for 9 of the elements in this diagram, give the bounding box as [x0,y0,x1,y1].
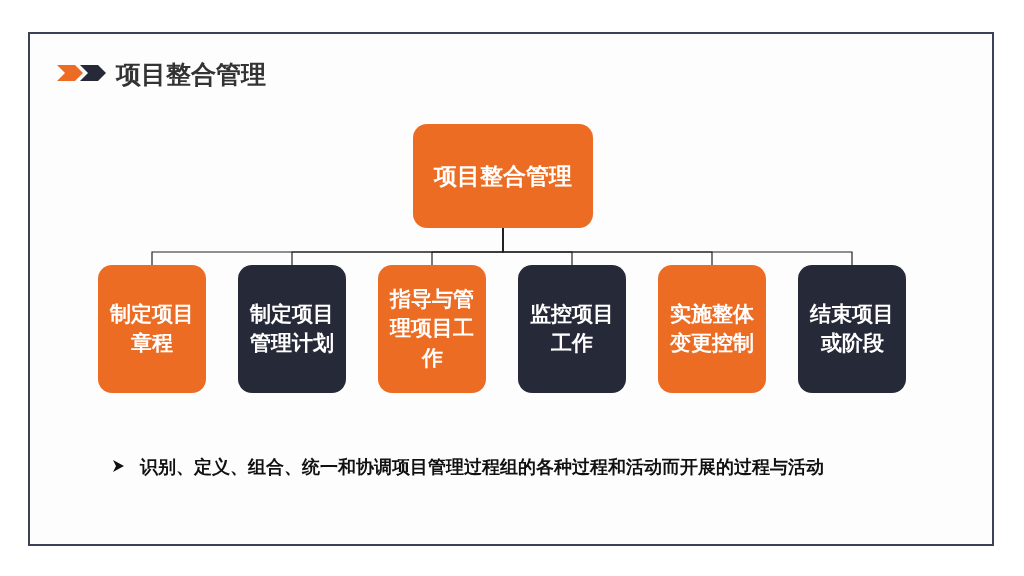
process-box: 制定项目管理计划 [238,265,346,393]
process-box: 制定项目章程 [98,265,206,393]
process-box: 监控项目工作 [518,265,626,393]
process-box: 结束项目或阶段 [798,265,906,393]
process-box: 实施整体变更控制 [658,265,766,393]
root-box: 项目整合管理 [413,124,593,228]
process-box: 指导与管理项目工作 [378,265,486,393]
note-text: 识别、定义、组合、统一和协调项目管理过程组的各种过程和活动而开展的过程与活动 [140,456,824,479]
title: 项目整合管理 [116,59,266,91]
